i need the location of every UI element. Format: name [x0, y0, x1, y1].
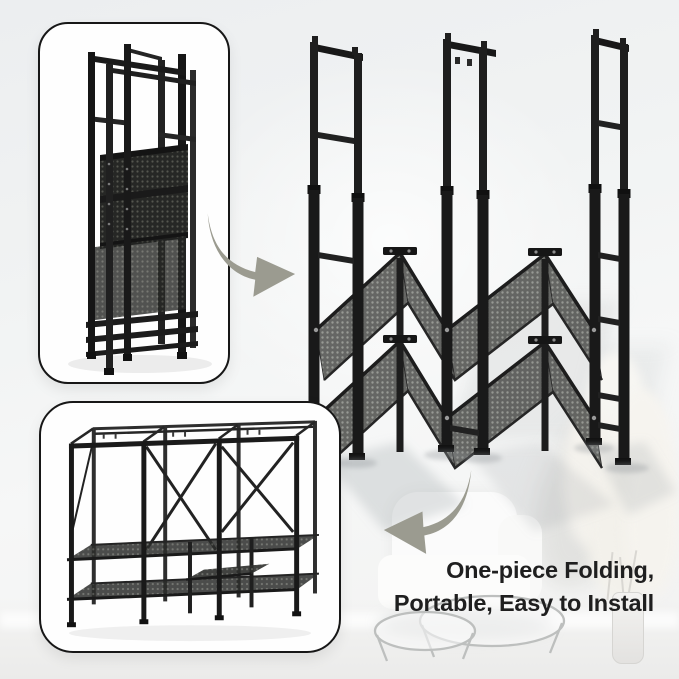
caption-line-2: Portable, Easy to Install [393, 590, 654, 616]
assembled-rack-panel [39, 401, 341, 653]
folded-rack-illustration [68, 44, 212, 375]
cross-braces [69, 441, 295, 551]
shelf-hinge-plates [383, 247, 562, 344]
caption-line-1: One-piece Folding, [446, 557, 654, 583]
shelf-hinge-posts [396, 258, 549, 452]
frame-middle [438, 33, 496, 455]
vase [612, 592, 644, 664]
folded-rack-panel [38, 22, 230, 384]
caption: One-piece Folding, Portable, Easy to Ins… [334, 554, 654, 620]
fold-arrow-icon [383, 470, 472, 554]
unfold-arrow-icon [207, 213, 296, 297]
frame-left [307, 36, 365, 460]
assembled-frame [66, 420, 320, 628]
foot-shadows [337, 443, 649, 473]
coffee-tables [373, 594, 566, 662]
folded-frame [86, 44, 198, 375]
frame-right [586, 29, 631, 465]
assembled-rack-illustration [66, 420, 320, 642]
